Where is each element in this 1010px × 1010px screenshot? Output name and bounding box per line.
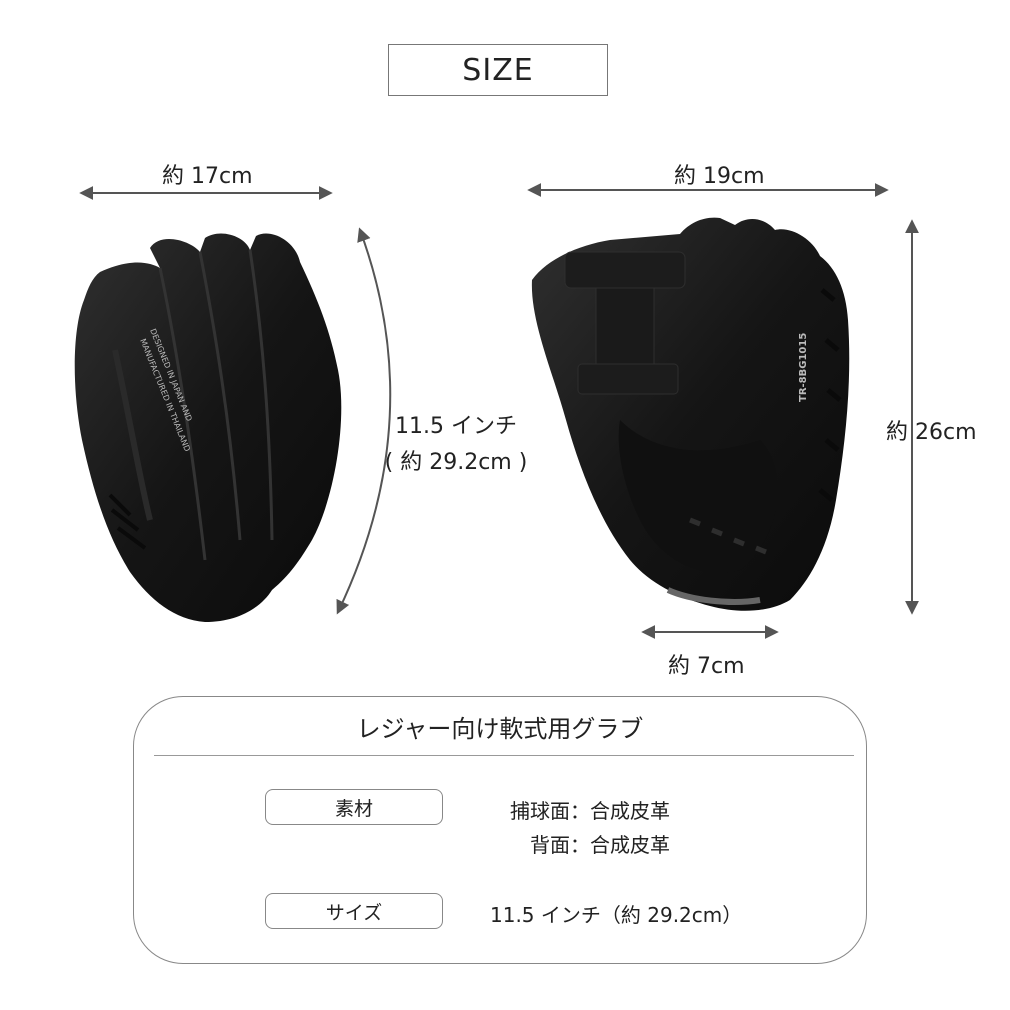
wrist-label: 約 7cm [668, 654, 745, 679]
spec-card-divider [154, 755, 854, 756]
size-line-2: ( 約 29.2cm ) [384, 450, 528, 475]
page-title-text: SIZE [462, 52, 534, 88]
size-curve-arrow [336, 227, 392, 615]
size-line-1: 11.5 インチ [395, 414, 517, 439]
material-value-1: 捕球面：合成皮革 [510, 799, 670, 823]
glove-front-view: TR-8BG1015 [531, 217, 850, 611]
model-stamp: TR-8BG1015 [798, 333, 809, 402]
spec-card: レジャー向け軟式用グラブ 素材 捕球面：合成皮革 背面：合成皮革 サイズ 11.… [133, 696, 867, 964]
material-tag: 素材 [265, 789, 443, 825]
spec-card-title: レジャー向け軟式用グラブ [356, 715, 644, 743]
size-label: サイズ [325, 901, 383, 924]
front-width-label: 約 19cm [674, 164, 765, 189]
material-label: 素材 [334, 797, 373, 820]
back-width-label: 約 17cm [162, 164, 253, 189]
size-value: 11.5 インチ（約 29.2cm） [490, 903, 743, 927]
glove-back-view: DESIGNED IN JAPAN AND MANUFACTURED IN TH… [74, 233, 342, 623]
size-tag: サイズ [265, 893, 443, 929]
height-label: 約 26cm [886, 420, 977, 445]
material-value-2: 背面：合成皮革 [530, 833, 670, 857]
page-title: SIZE [388, 44, 608, 96]
